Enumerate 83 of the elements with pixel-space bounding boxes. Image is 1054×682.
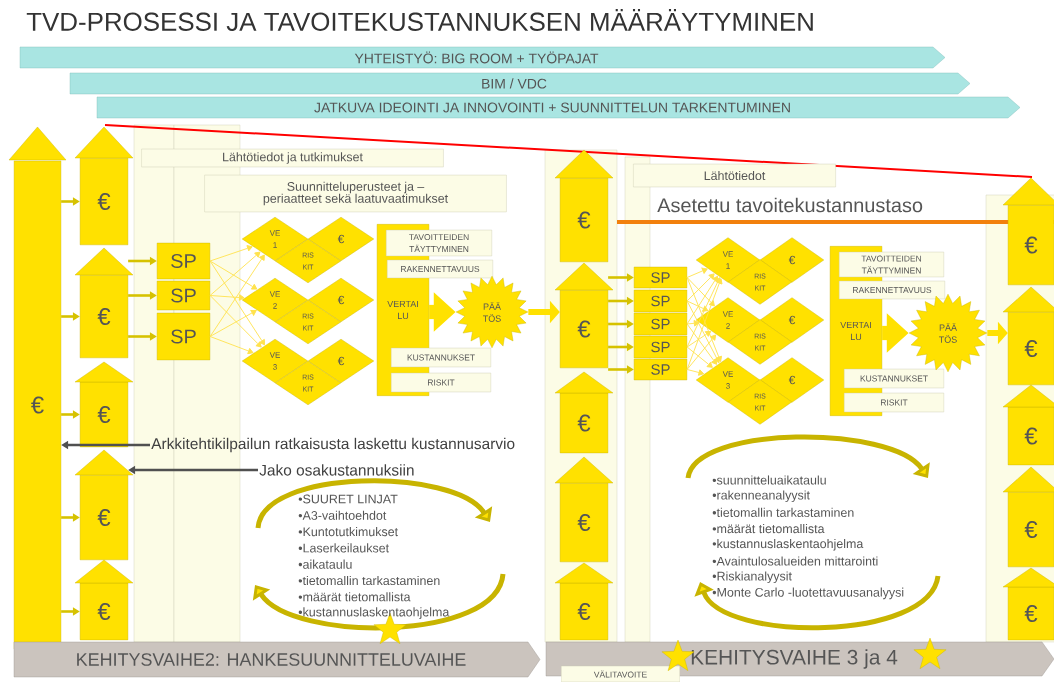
list-item: •kustannuslaskentaohjelma — [712, 539, 864, 551]
annotation-text: Arkkitehtikilpailun ratkaisusta laskettu kustannusarvio — [151, 437, 515, 453]
list-item: •suunnitteluaikataulu — [712, 475, 826, 485]
arrow — [686, 277, 721, 348]
info-box: VÄLITAVOITE — [561, 665, 680, 682]
up-arrow-block: € — [554, 262, 614, 369]
info-box: RISKIT — [391, 372, 491, 393]
list-item: •Monte Carlo -luotettavuusanalyysi — [712, 587, 904, 600]
banner: BIM / VDC — [69, 72, 971, 95]
arrow — [686, 323, 718, 365]
sp-box: SP — [156, 312, 211, 361]
banner: YHTEISTYÖ: BIG ROOM + TYÖPAJAT — [19, 46, 946, 69]
arrow — [686, 346, 713, 368]
up-arrow-block: € — [1002, 286, 1054, 386]
up-arrow-block: € — [554, 149, 614, 263]
arrow — [686, 300, 709, 312]
arrow — [686, 267, 708, 278]
up-arrow-block: € — [1002, 567, 1054, 641]
list-item: •rakenneanalyysit — [712, 490, 810, 502]
list-item: •Laserkeilaukset — [298, 543, 389, 553]
arrow — [686, 320, 700, 327]
up-arrow-block: € — [554, 562, 614, 641]
info-box: RAKENNETTAVUUS — [839, 280, 945, 300]
arrow — [686, 275, 718, 325]
arrow — [209, 254, 265, 337]
starburst: PÄÄ TÖS — [908, 293, 988, 373]
up-arrow-block: € — [554, 371, 614, 454]
arrow — [686, 273, 715, 302]
up-arrow-block: € — [74, 361, 134, 448]
arrow — [209, 309, 257, 337]
list-item: •SUURET LINJAT — [298, 494, 398, 504]
up-arrow-block: € — [8, 126, 67, 650]
up-arrow-block: € — [74, 126, 134, 246]
arrow — [209, 336, 254, 355]
arrow — [686, 330, 712, 348]
arrow — [686, 369, 705, 376]
annotation-text: Jako osakustannuksiin — [259, 464, 414, 476]
list-item: •kustannuslaskentaohjelma — [298, 607, 450, 619]
up-arrow-block: € — [74, 449, 134, 561]
arrow — [686, 300, 720, 364]
arrow — [209, 260, 258, 290]
banner: JATKUVA IDEOINTI JA INNOVOINTI + SUUNNITTELUN TARKENTUMINEN — [96, 96, 1021, 119]
info-box: Lähtötiedot — [633, 163, 836, 188]
up-arrow-block: € — [74, 247, 134, 359]
up-arrow-block: € — [1002, 466, 1054, 568]
info-box: Suunnitteluperusteet ja –periaatteet sekä laatuvaatimukset — [204, 174, 507, 213]
heading-text: Asetettu tavoitekustannustaso — [657, 197, 923, 213]
sp-box: SP — [633, 266, 688, 289]
up-arrow-block: € — [74, 559, 134, 641]
arrow — [209, 245, 253, 262]
list-item: •aikataulu — [298, 559, 352, 569]
sp-box: SP — [156, 280, 211, 311]
up-arrow-block: € — [554, 456, 614, 563]
arrow — [686, 334, 717, 370]
list-item: •Riskianalyysit — [712, 571, 792, 583]
info-box: KUSTANNUKSET — [391, 347, 491, 368]
title: TVD-PROSESSI JA TAVOITEKUSTANNUKSEN MÄÄRÄYTYMINEN — [26, 9, 813, 31]
phase-banner: KEHITYSVAIHE2: HANKESUUNNITTELUVAIHE — [13, 641, 541, 678]
info-box: KUSTANNUKSET — [844, 368, 945, 389]
arrow — [209, 294, 245, 301]
list-item: •tietomallin tarkastaminen — [298, 575, 440, 586]
arrow — [209, 260, 265, 346]
list-item: •tietomallin tarkastaminen — [712, 507, 854, 517]
arrow — [209, 295, 262, 348]
list-item: •määrät tietomallista — [298, 592, 411, 602]
list-item: •määrät tietomallista — [712, 524, 825, 534]
list-item: •A3-vaihtoehdot — [298, 510, 387, 520]
info-box: Lähtötiedot ja tutkimukset — [141, 148, 444, 168]
info-box: RISKIT — [844, 392, 945, 413]
sp-box: SP — [156, 242, 211, 280]
info-box: TAVOITTEIDEN TÄYTTYMINEN — [839, 251, 944, 278]
sp-box: SP — [633, 312, 688, 336]
list-item: •Avaintulosalueiden mittarointi — [712, 556, 878, 566]
arrow — [686, 277, 715, 307]
sp-box: SP — [633, 358, 688, 381]
up-arrow-block: € — [1002, 177, 1054, 286]
sp-box: SP — [633, 335, 688, 359]
info-box: RAKENNETTAVUUS — [387, 259, 493, 279]
list-item: •Kuntotutkimukset — [298, 527, 398, 537]
info-box: TAVOITTEIDEN TÄYTTYMINEN — [386, 229, 492, 257]
arrow — [209, 251, 261, 296]
up-arrow-block: € — [1002, 384, 1054, 466]
sp-box: SP — [633, 289, 688, 313]
